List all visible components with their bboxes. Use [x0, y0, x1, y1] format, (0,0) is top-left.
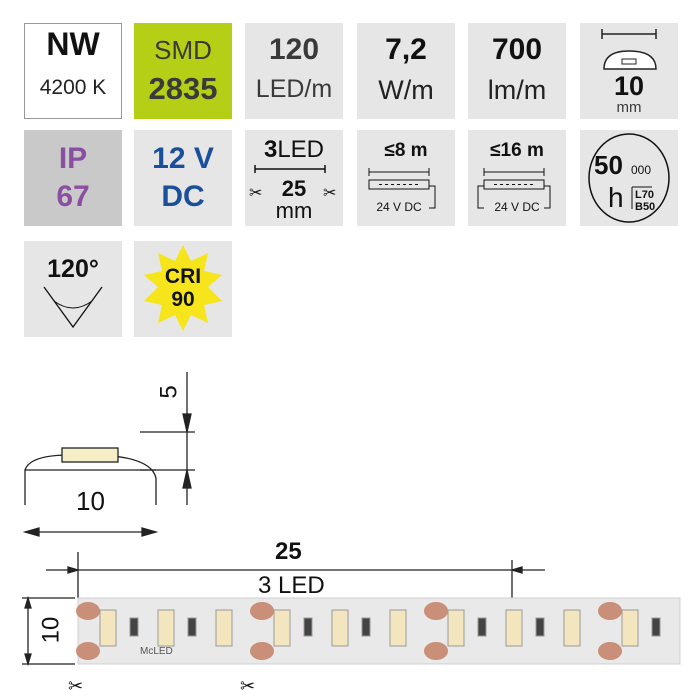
chip-value: 2835: [148, 71, 218, 106]
scissors-icon: ✂: [68, 676, 83, 696]
strip-dimension-lines: [22, 552, 545, 667]
flux-tile: 700 lm/m: [468, 23, 566, 119]
led-chip: [505, 609, 523, 647]
solder-pad: [250, 642, 274, 660]
color-temp: 4200 K: [39, 76, 107, 99]
chip-label: SMD: [154, 35, 212, 65]
ip-value: 67: [56, 180, 90, 213]
led-chip: [99, 609, 117, 647]
ip-tile: IP 67: [24, 130, 122, 226]
feed-double-supply: 24 V DC: [494, 200, 540, 214]
scissors-icon: ✂: [323, 185, 336, 202]
lifetime-l: L70: [635, 189, 654, 201]
ip-label: IP: [58, 142, 88, 175]
resistor: [651, 617, 661, 637]
cut-tile: ✂✂ 3LED 25 mm: [245, 130, 343, 226]
cri-label: CRI: [164, 265, 202, 288]
cut-length: 25: [281, 176, 307, 201]
segment-leds-label: 3 LED: [258, 572, 325, 599]
scissors-icon: ✂: [249, 185, 262, 202]
double-feed-icon: [477, 168, 551, 209]
solder-pad: [598, 642, 622, 660]
color-temperature-tile: NW 4200 K: [24, 23, 122, 119]
width-tile: 10 mm: [580, 23, 678, 119]
solder-pad: [76, 602, 100, 620]
solder-pad: [424, 642, 448, 660]
solder-pad: [76, 642, 100, 660]
voltage-value: 12 V: [152, 142, 214, 175]
lifetime-hours: 50: [594, 150, 623, 180]
color-code: NW: [46, 26, 100, 62]
lifetime-unit: h: [608, 182, 624, 213]
feed-double-tile: ≤16 m 24 V DC: [468, 130, 566, 226]
beam-angle-tile: 120°: [24, 241, 122, 337]
segment-length-label: 25: [275, 538, 302, 565]
resistor: [129, 617, 139, 637]
led-chip: [389, 609, 407, 647]
voltage-tile: 12 V DC: [134, 130, 232, 226]
led-chip: [157, 609, 175, 647]
density-value: 120: [268, 33, 320, 66]
profile-height-label: 5: [155, 385, 183, 399]
lifetime-thousands: 000: [631, 163, 652, 177]
cri-tile: CRI 90: [134, 241, 232, 337]
profile-cross-section: [22, 372, 195, 537]
brand-label: McLED: [140, 646, 173, 657]
lifetime-b: B50: [635, 201, 656, 213]
feed-single-tile: ≤8 m 24 V DC: [357, 130, 455, 226]
profile-width-label: 10: [76, 486, 105, 516]
beam-angle-value: 120°: [47, 255, 99, 283]
led-chip: [215, 609, 233, 647]
width-value: 10: [613, 71, 645, 101]
flux-value: 700: [491, 33, 543, 66]
cut-dimension-icon: ✂✂: [249, 165, 336, 202]
cut-led-label: LED: [277, 136, 325, 163]
led-chip: [331, 609, 349, 647]
density-unit: LED/m: [255, 75, 333, 103]
led-chip: [621, 609, 639, 647]
resistor: [187, 617, 197, 637]
led-chip: [447, 609, 465, 647]
feed-single-supply: 24 V DC: [376, 200, 422, 214]
chip-tile: SMD 2835: [134, 23, 232, 119]
power-unit: W/m: [378, 75, 434, 105]
solder-pad: [598, 602, 622, 620]
power-tile: 7,2 W/m: [357, 23, 455, 119]
flux-unit: lm/m: [487, 75, 547, 105]
scissors-icon: ✂: [240, 676, 255, 696]
resistor: [361, 617, 371, 637]
lifetime-tile: 50 000 h L70 B50: [580, 130, 678, 226]
solder-pad: [250, 602, 274, 620]
led-chip: [273, 609, 291, 647]
led-chip: [563, 609, 581, 647]
feed-double-length: ≤16 m: [490, 140, 544, 161]
cri-value: 90: [171, 288, 195, 311]
resistor: [303, 617, 313, 637]
feed-single-length: ≤8 m: [384, 140, 428, 161]
power-value: 7,2: [385, 33, 427, 66]
resistor: [535, 617, 545, 637]
beam-angle-icon: [43, 286, 103, 329]
density-tile: 120 LED/m: [245, 23, 343, 119]
width-unit: mm: [616, 99, 642, 116]
voltage-type: DC: [161, 180, 205, 213]
resistor: [477, 617, 487, 637]
profile-icon: [601, 29, 657, 70]
star-burst-icon: [144, 245, 222, 331]
cut-leds: 3: [263, 136, 278, 163]
cut-unit: mm: [275, 198, 313, 223]
strip-width-label: 10: [37, 616, 65, 644]
solder-pad: [424, 602, 448, 620]
single-feed-icon: [368, 168, 436, 209]
lifetime-circle-icon: [588, 133, 670, 223]
